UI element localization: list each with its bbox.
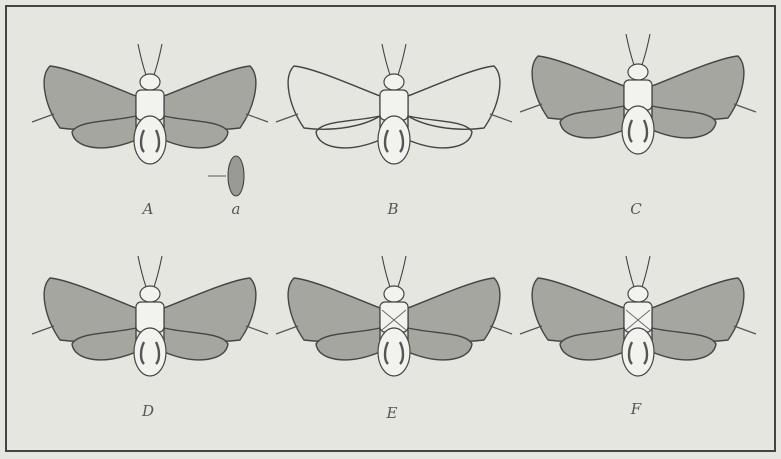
- moth-abdomen: [134, 328, 166, 376]
- figure-label-d: D: [141, 402, 154, 420]
- figure-label-e: E: [386, 404, 398, 422]
- moth-abdomen: [622, 106, 654, 154]
- moth-head: [628, 64, 648, 80]
- moth-abdomen: [378, 328, 410, 376]
- moth-head: [140, 286, 160, 302]
- figure-label-a: A: [141, 200, 154, 218]
- moth-head: [628, 286, 648, 302]
- moth-abdomen: [622, 328, 654, 376]
- moth-abdomen: [134, 116, 166, 164]
- moth-head: [384, 74, 404, 90]
- moth-head: [384, 286, 404, 302]
- figure-label-b: B: [386, 200, 398, 218]
- figure-label-f: F: [630, 400, 642, 418]
- inset-specimen: [228, 156, 244, 196]
- inset-label-a: a: [232, 200, 241, 218]
- figure-label-c: C: [630, 200, 642, 218]
- moth-abdomen: [378, 116, 410, 164]
- moth-head: [140, 74, 160, 90]
